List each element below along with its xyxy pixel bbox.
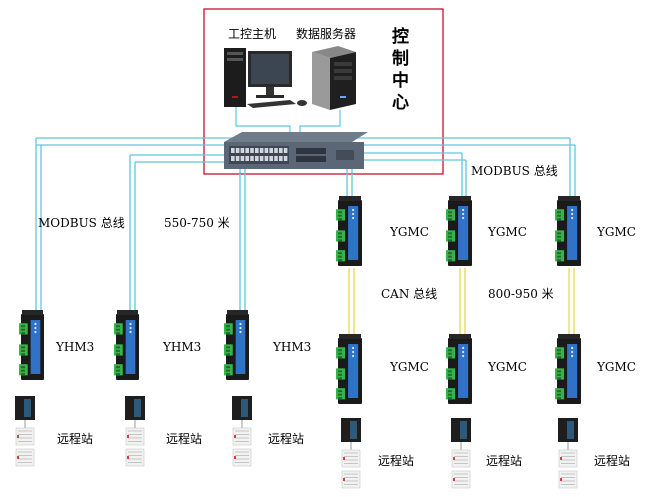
remote-station-label-2: 远程站: [166, 431, 202, 446]
switch-port: [264, 148, 269, 153]
switch-port: [255, 156, 259, 161]
io-rack-icon: [232, 427, 252, 467]
modbus-bus-label-left: MODBUS 总线: [38, 216, 125, 230]
control-center-char-4: 心: [392, 93, 409, 113]
switch-port: [235, 148, 240, 153]
switch-port: [279, 156, 283, 161]
ygmc-label-bottom-2: YGMC: [487, 360, 527, 374]
server-label: 数据服务器: [296, 26, 356, 41]
io-rack-icon: [15, 427, 35, 467]
ygmc-label-top-1: YGMC: [389, 225, 429, 239]
remote-station-label-5: 远程站: [486, 453, 522, 468]
control-center-label: 控 制 中 心: [392, 26, 409, 113]
switch-port: [264, 156, 269, 161]
distance-label-left: 550-750 米: [164, 216, 230, 230]
switch-port: [250, 156, 254, 161]
switch-port: [269, 156, 273, 161]
switch-port: [240, 156, 245, 161]
yhm3-label-2: YHM3: [162, 340, 201, 354]
yhm3-label-3: YHM3: [272, 340, 311, 354]
control-center-char-1: 控: [392, 26, 409, 47]
switch-port: [245, 148, 249, 153]
remote-station-label-6: 远程站: [594, 453, 630, 468]
remote-station-device: [15, 396, 35, 467]
ygmc-module: [336, 196, 362, 266]
distance-label-right: 800-950 米: [488, 287, 554, 301]
switch-port: [255, 148, 259, 153]
remote-station-device: [125, 396, 145, 467]
remote-station-label-1: 远程站: [57, 431, 93, 446]
yhm3-module: [224, 310, 249, 380]
ygmc-label-bottom-1: YGMC: [389, 360, 429, 374]
yhm3-label-1: YHM3: [55, 340, 94, 354]
ygmc-module: [555, 334, 581, 404]
ygmc-module: [555, 196, 581, 266]
industrial-pc-icon: [224, 48, 307, 108]
remote-station-label-3: 远程站: [268, 431, 304, 446]
switch-port: [274, 148, 278, 153]
switch-port: [231, 148, 235, 153]
can-bus-label: CAN 总线: [381, 287, 437, 301]
ygmc-module: [446, 334, 472, 404]
ygmc-module: [446, 196, 472, 266]
ethernet-switch: [224, 132, 368, 169]
switch-port: [235, 156, 240, 161]
io-rack-icon: [558, 449, 578, 489]
modbus-network-lines: [35, 137, 576, 314]
modules: [19, 196, 581, 404]
modbus-bus-label-right: MODBUS 总线: [471, 164, 558, 178]
io-rack-icon: [341, 449, 361, 489]
can-bus-lines: [348, 268, 575, 338]
remote-station-device: [451, 418, 471, 489]
switch-ports: [231, 148, 288, 161]
switch-port: [269, 148, 273, 153]
data-server-icon: [312, 46, 356, 110]
ygmc-label-top-3: YGMC: [596, 225, 636, 239]
control-center-char-3: 中: [392, 70, 409, 91]
switch-port: [283, 148, 288, 153]
io-rack-icon: [125, 427, 145, 467]
remote-station-device: [558, 418, 578, 489]
io-rack-icon: [451, 449, 471, 489]
ygmc-label-bottom-3: YGMC: [596, 360, 636, 374]
switch-port: [283, 156, 288, 161]
ygmc-label-top-2: YGMC: [487, 225, 527, 239]
remote-station-label-4: 远程站: [378, 453, 414, 468]
switch-port: [240, 148, 245, 153]
switch-port: [259, 148, 264, 153]
remote-stations: [15, 396, 578, 489]
switch-port: [245, 156, 249, 161]
switch-port: [231, 156, 235, 161]
yhm3-module: [114, 310, 139, 380]
switch-port: [250, 148, 254, 153]
control-center-char-2: 制: [392, 48, 409, 69]
switch-port: [279, 148, 283, 153]
remote-station-device: [232, 396, 252, 467]
switch-port: [274, 156, 278, 161]
yhm3-module: [19, 310, 44, 380]
pc-label: 工控主机: [228, 27, 276, 41]
switch-port: [259, 156, 264, 161]
control-center-frame: [203, 8, 444, 175]
ygmc-module: [336, 334, 362, 404]
remote-station-device: [341, 418, 361, 489]
